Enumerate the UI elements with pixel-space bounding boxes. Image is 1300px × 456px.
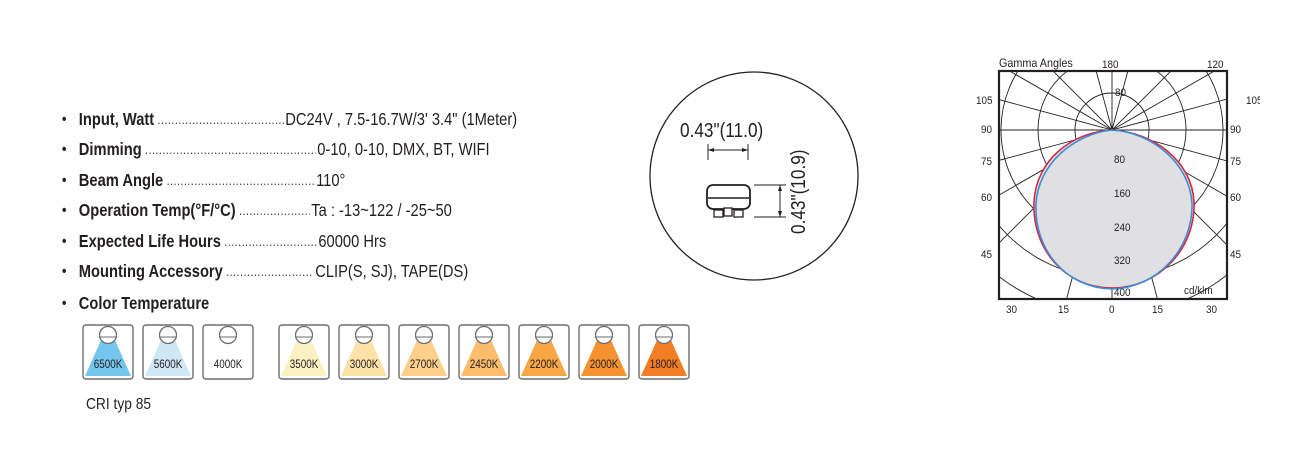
spec-label: Input, Watt bbox=[78, 108, 155, 129]
dot-leader: ........................................… bbox=[145, 142, 316, 158]
intensity-fill bbox=[1033, 129, 1195, 289]
bottom-angle-15-right: 15 bbox=[1152, 304, 1164, 314]
dot-leader: ..................................... bbox=[226, 264, 313, 280]
dimension-drawing bbox=[649, 71, 859, 281]
color-temperature-heading: • Color Temperature bbox=[62, 288, 209, 318]
swatch-2000k: 2000K bbox=[578, 324, 630, 380]
height-dimension-label: 0.43"(10.9) bbox=[788, 149, 810, 234]
swatch-label: 2000K bbox=[589, 359, 619, 371]
spec-value: Ta : -13~122 / -25~50 bbox=[311, 200, 452, 221]
spec-label: Mounting Accessory bbox=[78, 261, 223, 282]
bullet: • bbox=[62, 202, 67, 220]
swatch-1800k: 1800K bbox=[638, 324, 690, 380]
spec-label: Expected Life Hours bbox=[78, 230, 221, 251]
bottom-angle-0: 0 bbox=[1109, 304, 1115, 314]
dot-leader: ........................................… bbox=[157, 111, 284, 127]
left-angle-75: 75 bbox=[981, 156, 993, 168]
color-temperature-title: Color Temperature bbox=[78, 292, 210, 313]
polar-intensity-diagram: Gamma Angles 180 120 80 105 90 75 60 45 … bbox=[970, 52, 1260, 314]
spec-list: • Input, Watt ..........................… bbox=[62, 104, 642, 287]
swatch-5600k: 5600K bbox=[142, 324, 194, 380]
color-temperature-swatches: 6500K 5600K 4000K 3500K 3000K 2700K 2450… bbox=[82, 324, 702, 384]
swatch-label: 2450K bbox=[469, 359, 499, 371]
polar-chart bbox=[997, 69, 1229, 301]
cri-text: CRI typ 85 bbox=[86, 396, 152, 413]
swatch-label: 2700K bbox=[409, 359, 439, 371]
polar-title: Gamma Angles bbox=[999, 56, 1073, 70]
dot-leader: .............................. bbox=[239, 203, 310, 219]
right-angle-75: 75 bbox=[1230, 156, 1242, 168]
spec-label: Dimming bbox=[78, 139, 142, 160]
swatch-2450k: 2450K bbox=[458, 324, 510, 380]
left-angle-105: 105 bbox=[976, 95, 993, 107]
intensity-curve-c90 bbox=[1035, 129, 1193, 290]
radial-320: 320 bbox=[1114, 255, 1131, 267]
spec-value: DC24V , 7.5-16.7W/3' 3.4" (1Meter) bbox=[285, 108, 518, 129]
spec-row-operation-temp: • Operation Temp(°F/°C) ................… bbox=[62, 196, 600, 227]
spec-row-mounting: • Mounting Accessory ...................… bbox=[62, 257, 600, 288]
left-angle-90: 90 bbox=[981, 124, 993, 136]
bullet: • bbox=[62, 141, 67, 159]
spec-row-input-watt: • Input, Watt ..........................… bbox=[62, 104, 600, 135]
bullet: • bbox=[62, 232, 67, 250]
swatch-label: 6500K bbox=[93, 359, 123, 371]
angle-120: 120 bbox=[1207, 59, 1224, 71]
bullet: • bbox=[62, 294, 67, 312]
swatch-label: 2200K bbox=[529, 359, 559, 371]
bullet: • bbox=[62, 263, 67, 281]
swatch-label: 3000K bbox=[349, 359, 379, 371]
dimension-diagram: 0.43"(11.0) 0.43"(10.9) bbox=[648, 70, 860, 282]
swatch-label: 4000K bbox=[213, 359, 243, 371]
swatch-label: 3500K bbox=[289, 359, 319, 371]
bottom-angle-15-left: 15 bbox=[1058, 304, 1070, 314]
swatch-label: 1800K bbox=[649, 359, 679, 371]
left-angle-45: 45 bbox=[981, 249, 993, 261]
width-dimension-label: 0.43"(11.0) bbox=[680, 120, 764, 142]
right-angle-90: 90 bbox=[1230, 124, 1242, 136]
spec-row-life-hours: • Expected Life Hours ..................… bbox=[62, 226, 600, 257]
spec-row-beam-angle: • Beam Angle ...........................… bbox=[62, 165, 600, 196]
swatch-2700k: 2700K bbox=[398, 324, 450, 380]
dot-leader: ........................................… bbox=[166, 172, 315, 188]
swatch-label: 5600K bbox=[153, 359, 183, 371]
bottom-angle-30-right: 30 bbox=[1206, 304, 1218, 314]
spec-value: CLIP(S, SJ), TAPE(DS) bbox=[315, 261, 469, 282]
bullet: • bbox=[62, 110, 67, 128]
radial-80: 80 bbox=[1114, 154, 1126, 166]
swatch-6500k: 6500K bbox=[82, 324, 134, 380]
bottom-angle-30-left: 30 bbox=[1006, 304, 1018, 314]
spec-row-dimming: • Dimming ..............................… bbox=[62, 135, 600, 166]
dot-leader: ....................................... bbox=[224, 233, 316, 249]
swatch-2200k: 2200K bbox=[518, 324, 570, 380]
angle-180: 180 bbox=[1102, 59, 1119, 71]
right-angle-60: 60 bbox=[1230, 192, 1242, 204]
bullet: • bbox=[62, 171, 67, 189]
swatch-4000k: 4000K bbox=[202, 324, 254, 380]
spec-label: Operation Temp(°F/°C) bbox=[78, 200, 236, 221]
swatch-3000k: 3000K bbox=[338, 324, 390, 380]
spec-value: 110° bbox=[316, 169, 346, 190]
spec-value: 60000 Hrs bbox=[318, 230, 387, 251]
left-angle-60: 60 bbox=[981, 192, 993, 204]
radial-160: 160 bbox=[1114, 188, 1131, 200]
swatch-3500k: 3500K bbox=[278, 324, 330, 380]
right-angle-105: 105 bbox=[1246, 95, 1260, 107]
spec-value: 0-10, 0-10, DMX, BT, WIFI bbox=[317, 139, 490, 160]
right-angle-45: 45 bbox=[1230, 249, 1242, 261]
radial-240: 240 bbox=[1114, 222, 1131, 234]
radial-400: 400 bbox=[1114, 287, 1131, 299]
radial-upper-80: 80 bbox=[1115, 87, 1127, 99]
spec-label: Beam Angle bbox=[78, 169, 164, 190]
polar-unit: cd/klm bbox=[1184, 285, 1213, 297]
